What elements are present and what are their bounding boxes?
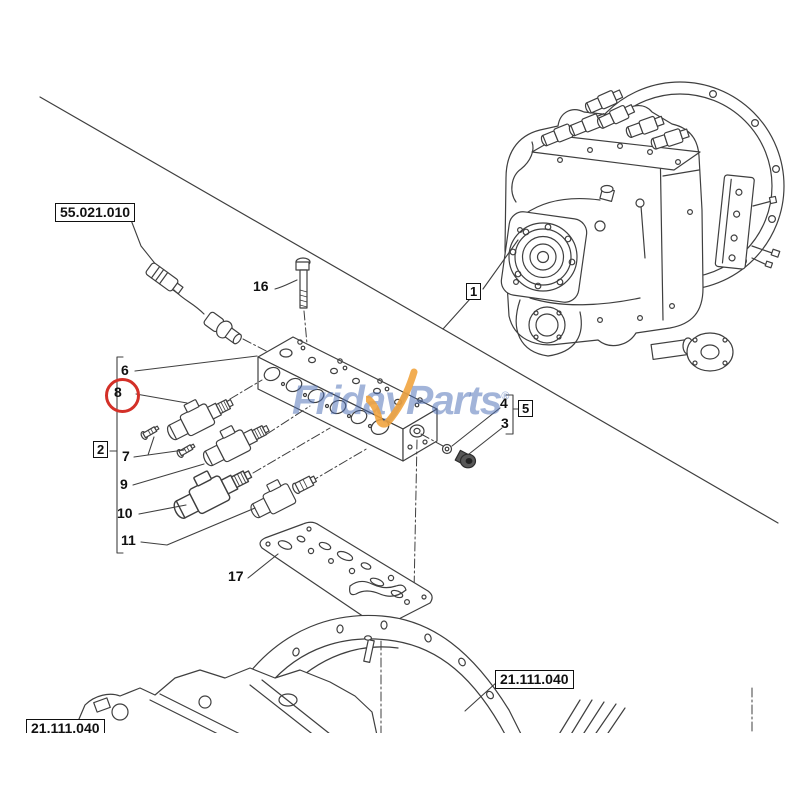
callout-7: 7 — [122, 448, 130, 464]
solenoid-valve-11 — [243, 475, 318, 523]
callout-3: 3 — [501, 415, 509, 431]
highlight-circle-part-8 — [105, 378, 140, 413]
callout-17: 17 — [228, 568, 244, 584]
washer-4 — [441, 443, 453, 455]
callout-11: 11 — [121, 532, 136, 548]
mounting-bracket — [714, 174, 755, 270]
bolt-3 — [454, 449, 477, 469]
callout-6: 6 — [121, 362, 129, 378]
housing-bolts — [512, 143, 693, 324]
pressure-sensor-harness — [130, 219, 273, 355]
assembly-axis-lines — [229, 379, 444, 739]
valve-manifold-block — [257, 336, 438, 462]
cover-bolts — [509, 223, 576, 290]
manifold-top-ports — [279, 339, 423, 408]
bottom-white-margin — [0, 733, 800, 800]
registered-mark: ® — [501, 390, 510, 403]
callout-9: 9 — [120, 476, 128, 492]
group-bracket-2 — [109, 356, 124, 554]
callout-10: 10 — [117, 505, 133, 521]
shaft-hatching — [557, 699, 626, 737]
separator-plate-gasket — [259, 521, 433, 627]
callout-4: 4 — [500, 395, 508, 411]
callout-2-box: 2 — [93, 441, 109, 458]
transmission-assembly — [500, 81, 785, 372]
watermark-brand: FridayParts® — [292, 377, 509, 424]
callout-8-highlighted: 8 — [114, 384, 122, 400]
long-bolt-16 — [274, 257, 313, 350]
watermark-check-icon — [366, 368, 418, 428]
callout-leader-lines — [132, 239, 519, 712]
diagonal-divider-line — [39, 96, 779, 524]
flywheel-housing — [69, 614, 753, 741]
callout-1-box: 1 — [466, 283, 482, 300]
callout-5-box: 5 — [518, 400, 534, 417]
watermark-first-word: Friday — [292, 377, 408, 423]
watermark-second-word: Parts — [406, 377, 503, 423]
callout-16: 16 — [253, 278, 269, 294]
ref-box-55-021-010: 55.021.010 — [55, 203, 136, 222]
ref-box-21-111-040-right: 21.111.040 — [495, 670, 574, 689]
